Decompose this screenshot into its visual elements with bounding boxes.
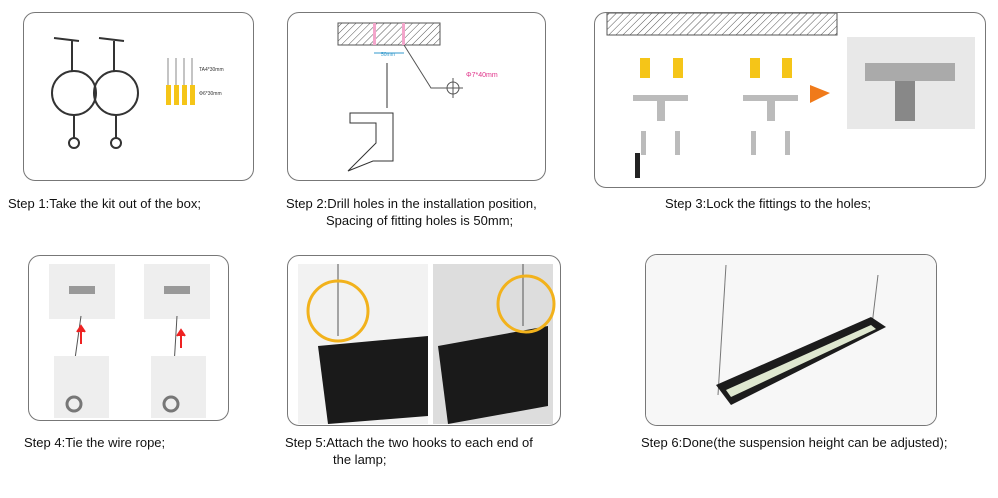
finished-lamp-photo xyxy=(646,255,936,425)
step2-caption-line1: Step 2:Drill holes in the installation p… xyxy=(286,196,537,211)
step6-caption: Step 6:Done(the suspension height can be… xyxy=(641,435,948,450)
step6-image xyxy=(645,254,937,426)
hook-attach-photo xyxy=(298,264,556,424)
step3-image xyxy=(594,12,986,188)
anchor-label: Φ6*30mm xyxy=(199,91,222,97)
step3-caption: Step 3:Lock the fittings to the holes; xyxy=(665,196,871,211)
step2-image: 50mm Φ7*40mm xyxy=(287,12,546,181)
spacing-label: 50mm xyxy=(381,52,395,58)
step2-caption-line2: Spacing of fitting holes is 50mm; xyxy=(326,213,514,228)
step5-caption-line2: the lamp; xyxy=(333,452,387,467)
step4-caption: Step 4:Tie the wire rope; xyxy=(24,435,166,450)
wire-rope-illustration xyxy=(49,264,210,418)
step5-image xyxy=(287,255,561,426)
fitting-illustration xyxy=(606,13,975,178)
step4-image xyxy=(28,255,229,421)
step1-caption: Step 1:Take the kit out of the box; xyxy=(8,196,201,211)
kit-illustration: TA4*30mm Φ6*30mm xyxy=(51,37,224,149)
drill-diagram: 50mm Φ7*40mm xyxy=(337,22,498,172)
hole-size-label: Φ7*40mm xyxy=(466,72,498,79)
step1-image: TA4*30mm Φ6*30mm xyxy=(23,12,254,181)
screw-label: TA4*30mm xyxy=(199,67,224,73)
step5-caption-line1: Step 5:Attach the two hooks to each end … xyxy=(285,435,533,450)
